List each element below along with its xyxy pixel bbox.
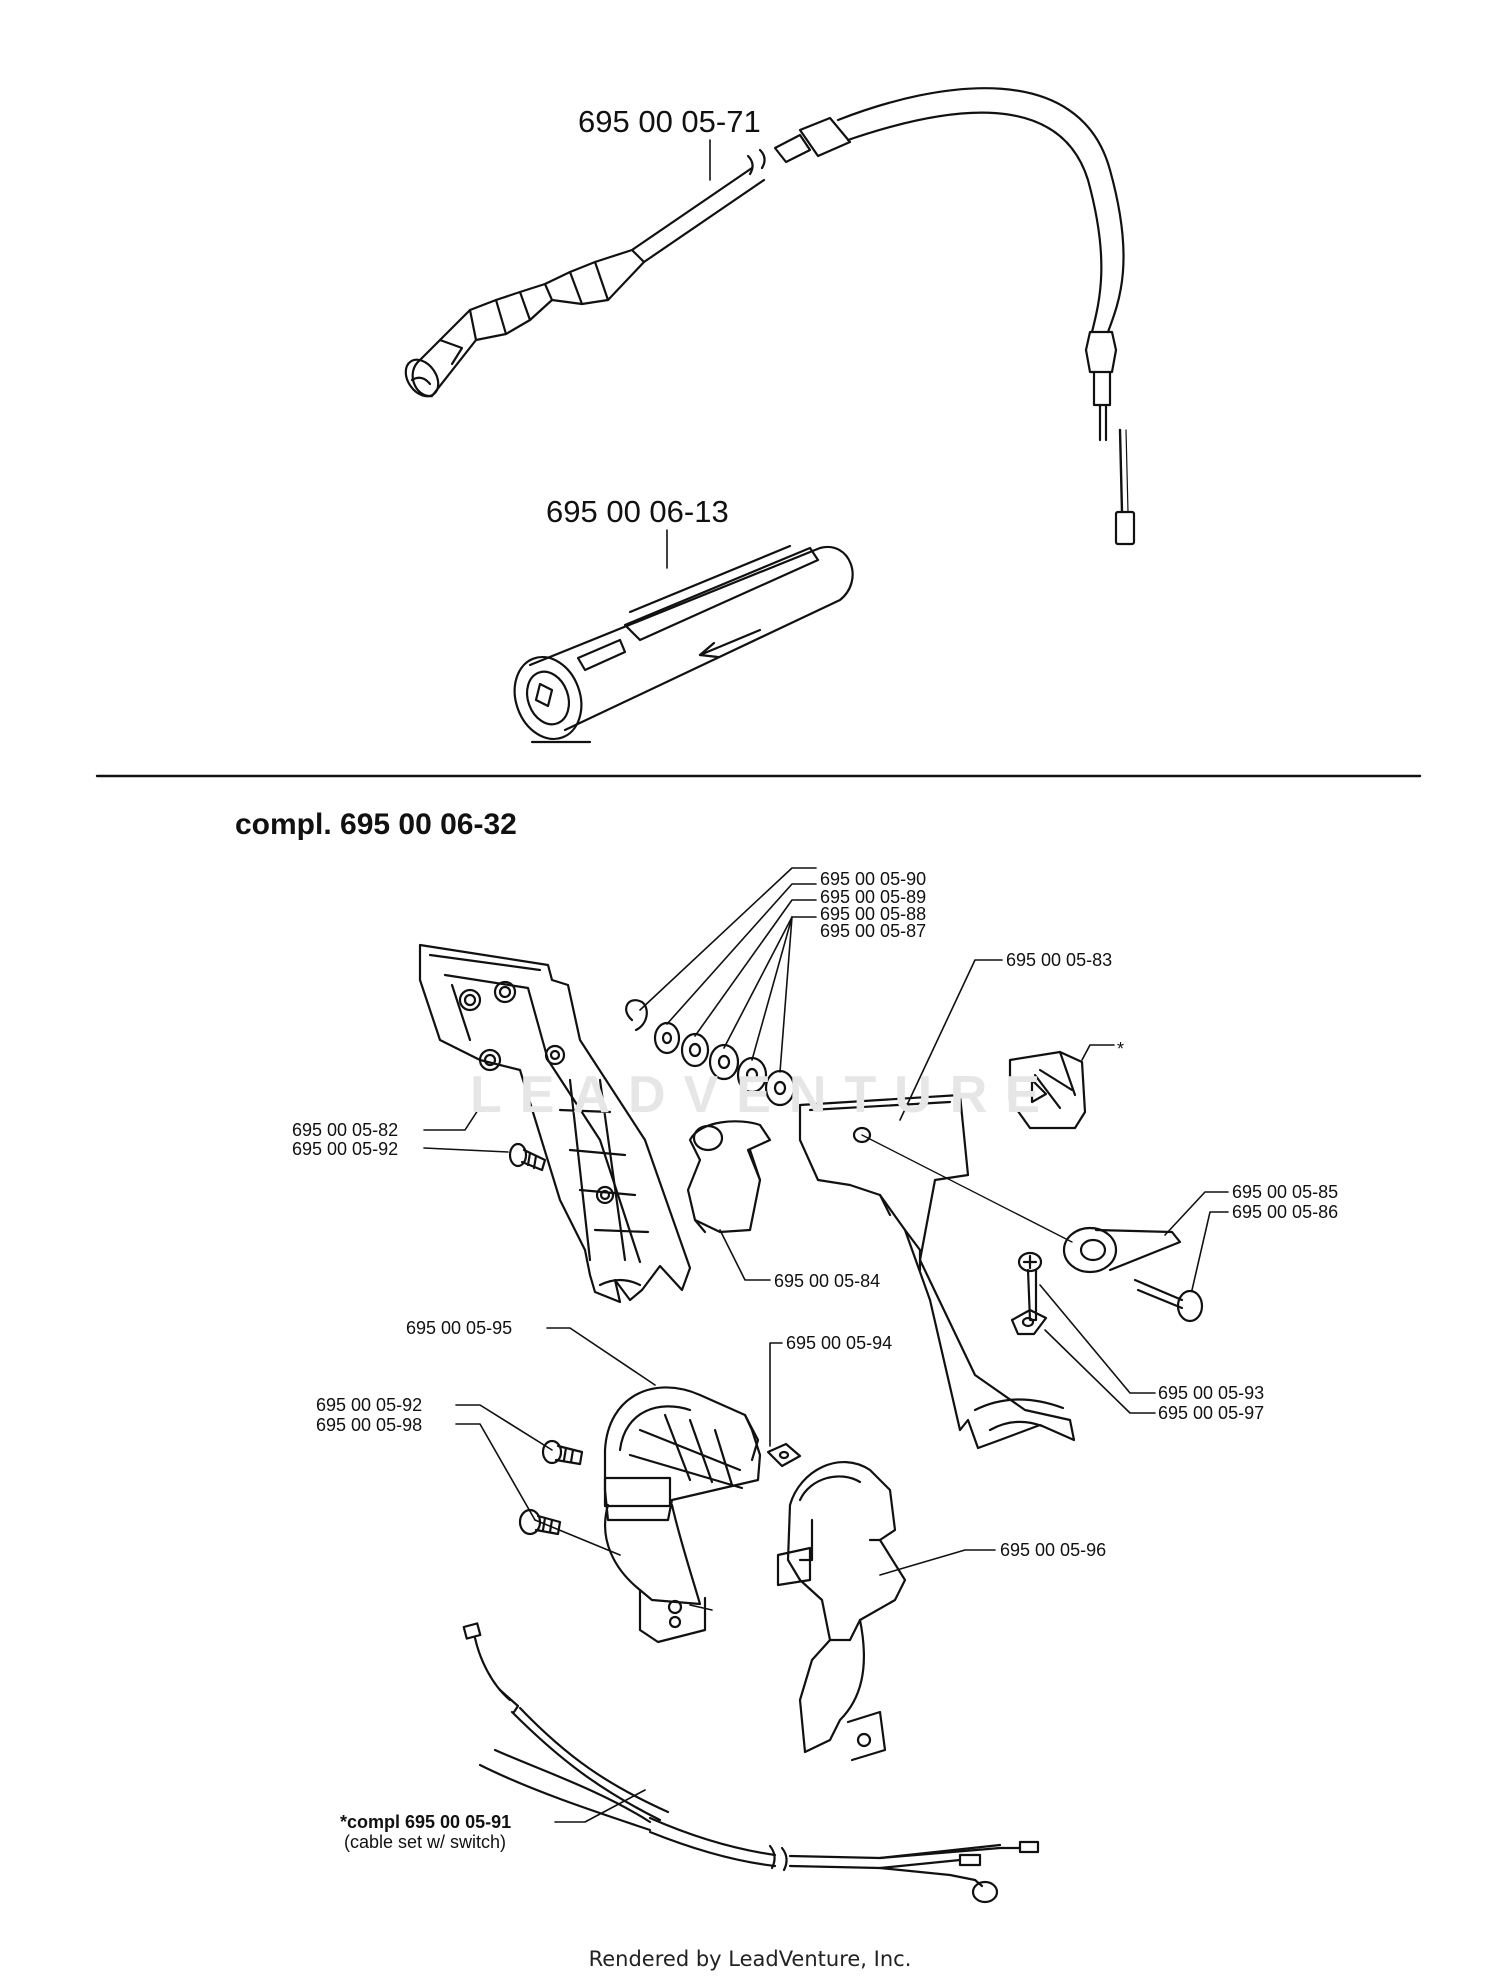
watermark: LEADVENTURE	[470, 1066, 1059, 1124]
label-p97: 695 00 05-97	[1158, 1403, 1265, 1423]
leader-lines	[423, 139, 1229, 1823]
square-nut	[766, 1442, 802, 1468]
label-p82: 695 00 05-82	[292, 1120, 399, 1140]
label-p89: 695 00 05-89	[820, 887, 927, 907]
label-p94: 695 00 05-94	[786, 1333, 893, 1353]
label-p88: 695 00 05-88	[820, 904, 927, 924]
wiring-harness	[462, 1622, 1040, 1904]
screw-lower	[541, 1439, 584, 1466]
handle-left-half	[418, 943, 692, 1304]
label-p96: 695 00 05-96	[1000, 1540, 1107, 1560]
pivot-pin	[1133, 1278, 1204, 1323]
label-p98: 695 00 05-98	[316, 1415, 423, 1435]
label-p91-note: (cable set w/ switch)	[344, 1832, 507, 1852]
throttle-trigger	[686, 1120, 772, 1234]
label-p92-lower: 695 00 05-92	[316, 1395, 423, 1415]
label-p93: 695 00 05-93	[1158, 1383, 1265, 1403]
label-p86: 695 00 05-86	[1232, 1202, 1339, 1222]
nut-97	[1010, 1308, 1048, 1336]
throttle-cable	[404, 87, 1136, 546]
label-sleeve: 695 00 06-13	[546, 494, 729, 529]
label-cable: 695 00 05-71	[578, 104, 761, 139]
label-p90: 695 00 05-90	[820, 869, 927, 889]
label-p85: 695 00 05-85	[1232, 1182, 1339, 1202]
screw-upper	[508, 1142, 547, 1172]
clamp-lower	[776, 1460, 907, 1762]
spare-clip	[1008, 1050, 1087, 1130]
label-p91: *compl 695 00 05-91	[340, 1812, 512, 1832]
label-p95: 695 00 05-95	[406, 1318, 513, 1338]
clamp-upper	[603, 1386, 762, 1644]
cable-sleeve	[513, 544, 854, 744]
washer-stack	[625, 999, 796, 1107]
label-p84: 695 00 05-84	[774, 1271, 881, 1291]
footer-credit: Rendered by LeadVenture, Inc.	[588, 1947, 912, 1971]
stop-switch	[1062, 1226, 1182, 1274]
label-p87: 695 00 05-87	[820, 921, 927, 941]
label-p83: 695 00 05-83	[1006, 950, 1113, 970]
label-p92-upper: 695 00 05-92	[292, 1139, 399, 1159]
label-complete-assembly: compl. 695 00 06-32	[235, 808, 517, 841]
handle-right-half	[798, 1093, 1076, 1450]
label-asterisk: *	[1117, 1039, 1125, 1059]
